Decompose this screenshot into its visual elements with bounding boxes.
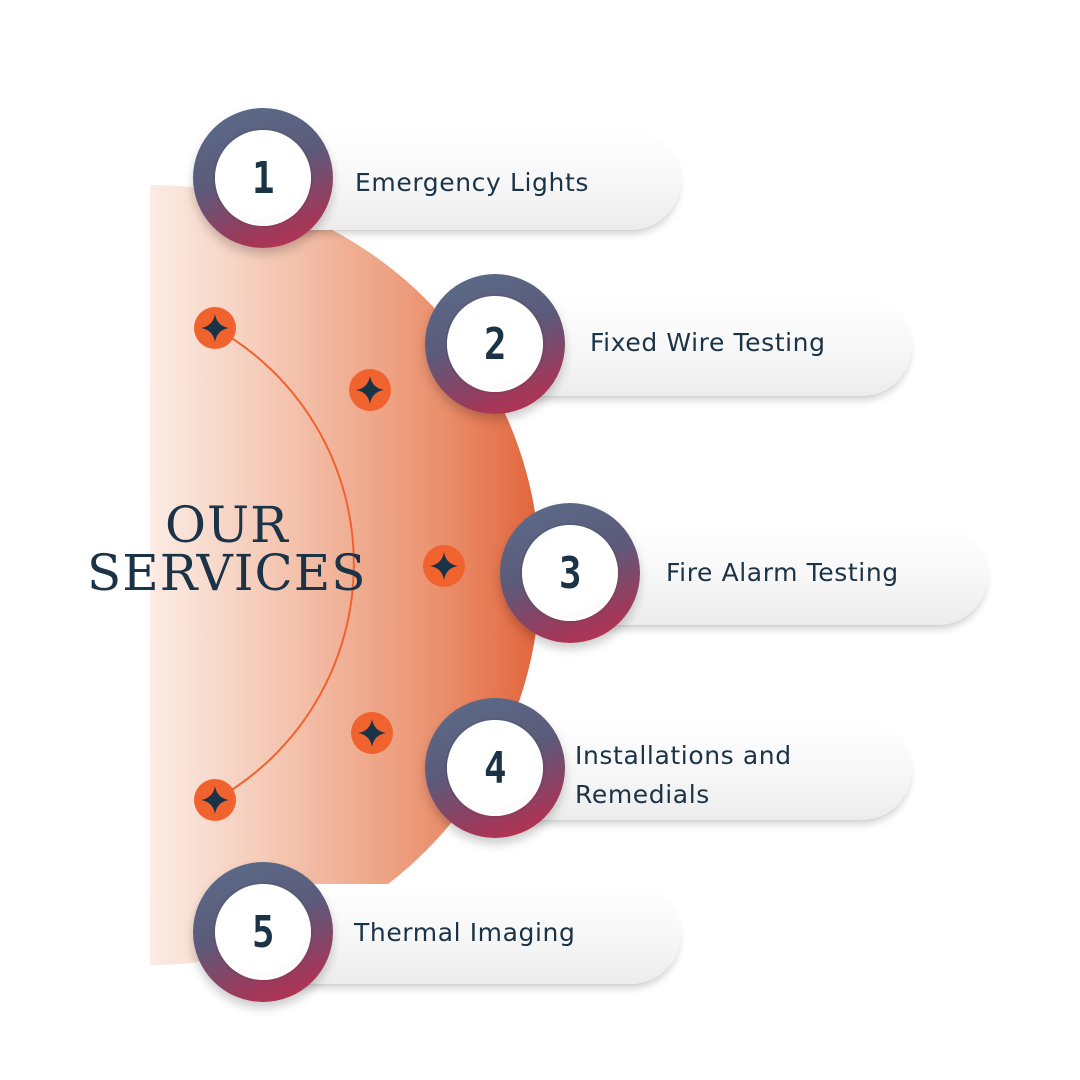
sparkle-marker: [194, 307, 236, 349]
service-item-5: 5 Thermal Imaging: [193, 862, 681, 1002]
service-item-4: 4 Installations and Remedials: [425, 698, 912, 838]
service-label-line-1: Installations and: [575, 741, 792, 770]
number-badge: 1: [193, 108, 333, 248]
number-badge: 5: [193, 862, 333, 1002]
service-number: 5: [251, 906, 275, 958]
sparkle-icon: [358, 719, 386, 747]
service-label: Thermal Imaging: [354, 918, 576, 947]
service-number: 3: [558, 547, 582, 599]
service-label: Fire Alarm Testing: [666, 558, 899, 587]
sparkle-icon: [201, 314, 229, 342]
sparkle-marker: [351, 712, 393, 754]
title-line-2: SERVICES: [87, 544, 367, 602]
sparkle-icon: [356, 376, 384, 404]
sparkle-marker: [423, 545, 465, 587]
service-label-line-2: Remedials: [575, 780, 710, 809]
dotted-arc: [214, 327, 355, 801]
sparkle-icon: [430, 552, 458, 580]
title-line-1: OUR: [165, 496, 289, 554]
service-number: 2: [483, 318, 507, 370]
number-badge: 3: [500, 503, 640, 643]
service-number: 4: [483, 742, 507, 794]
service-item-1: 1 Emergency Lights: [193, 108, 681, 248]
sparkle-icon: [201, 786, 229, 814]
service-number: 1: [251, 152, 275, 204]
sparkle-marker: [194, 779, 236, 821]
service-label: Fixed Wire Testing: [590, 328, 826, 357]
service-item-3: 3 Fire Alarm Testing: [500, 503, 988, 643]
service-item-2: 2 Fixed Wire Testing: [425, 274, 912, 414]
sparkle-marker: [349, 369, 391, 411]
number-badge: 2: [425, 274, 565, 414]
number-badge: 4: [425, 698, 565, 838]
service-label: Emergency Lights: [355, 168, 589, 197]
